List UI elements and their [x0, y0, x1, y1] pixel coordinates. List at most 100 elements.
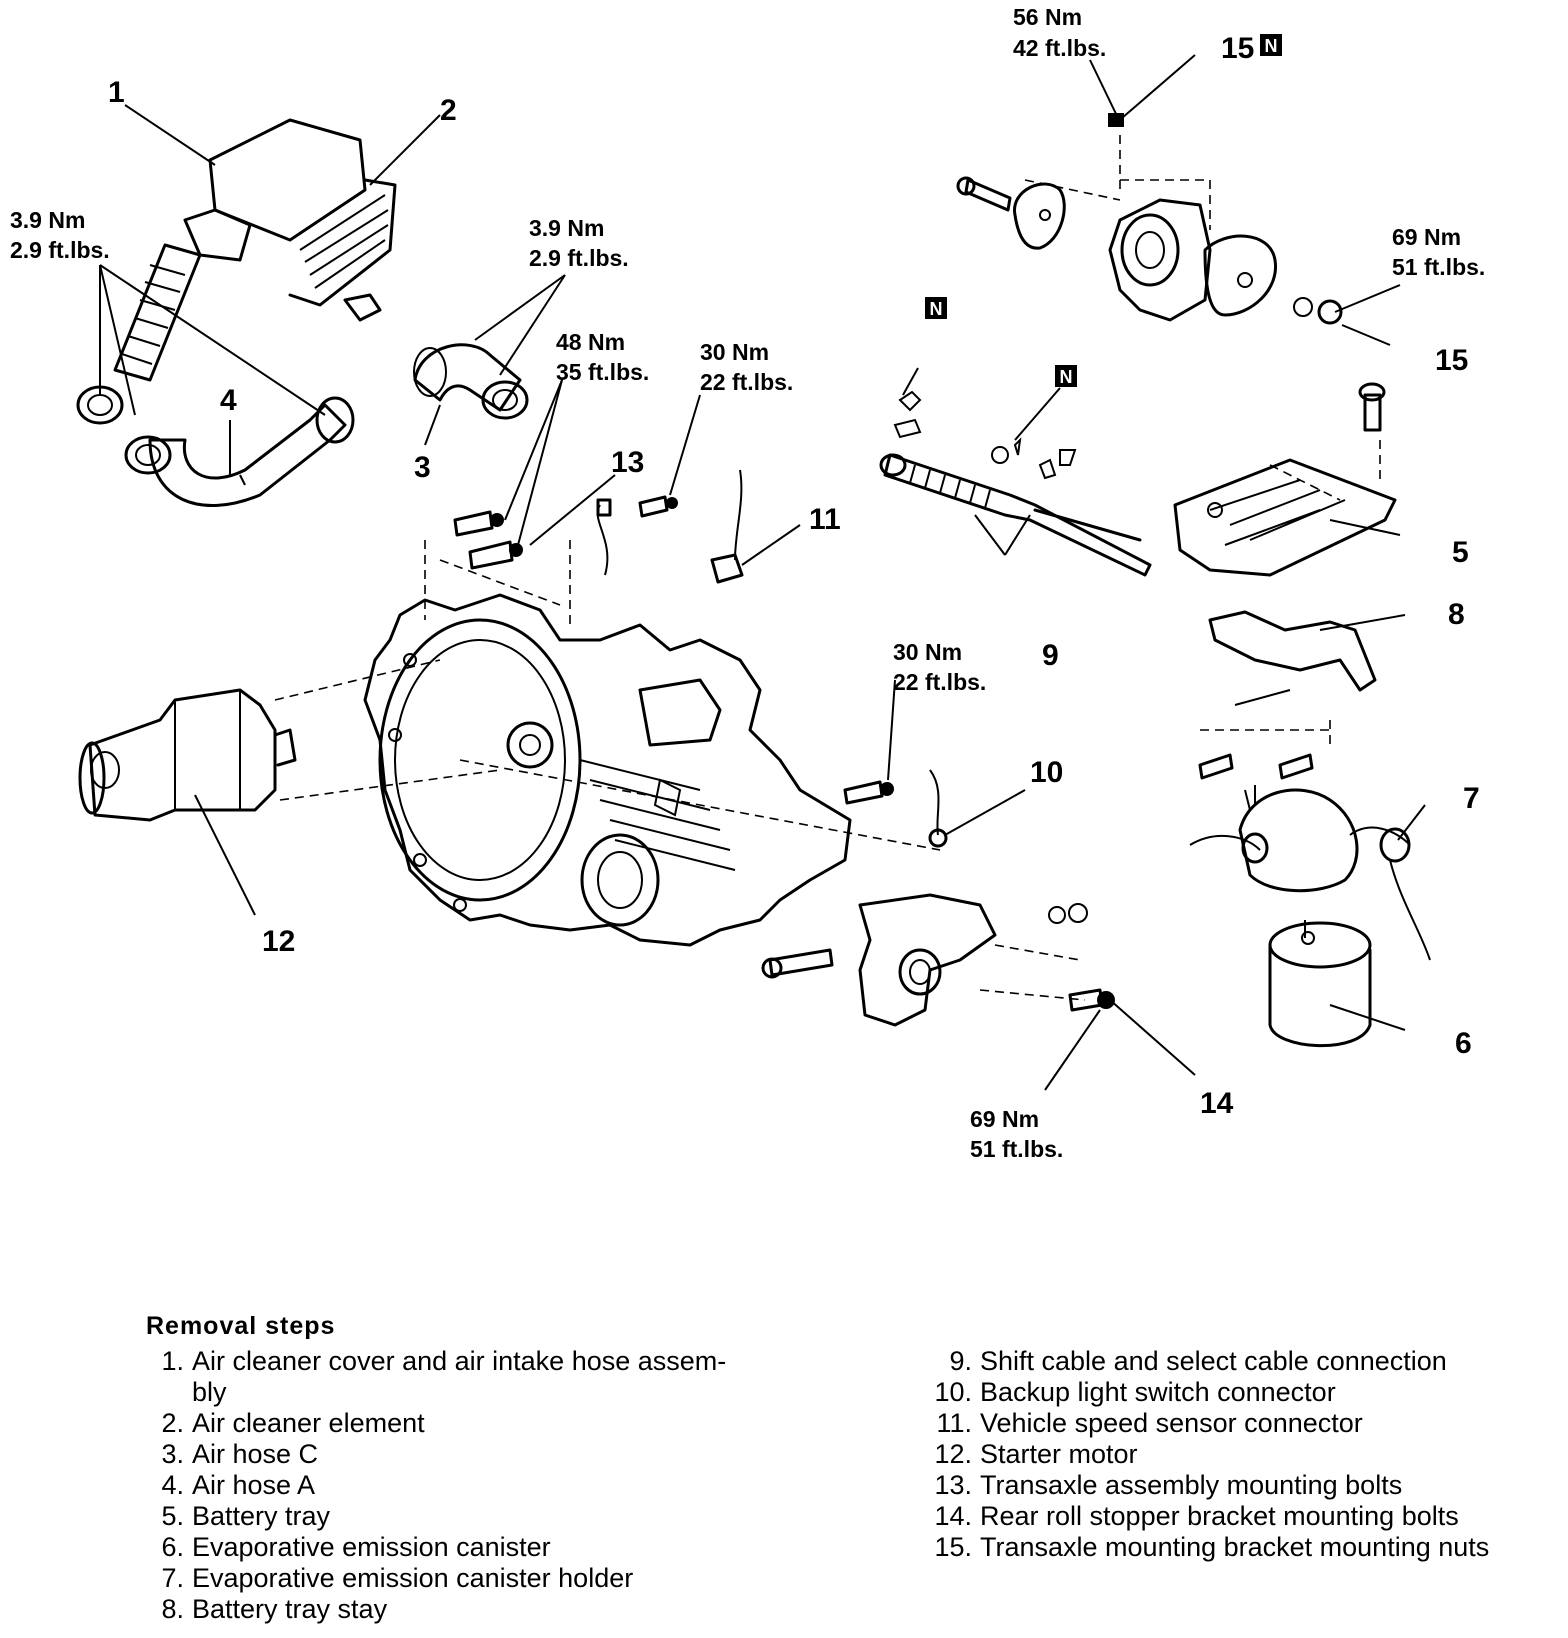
torque-spec-air-hose-left: 3.9 Nm 2.9 ft.lbs. [10, 207, 110, 263]
legend-left-column: 1. Air cleaner cover and air intake hose … [146, 1346, 726, 1625]
new-part-badge: N [925, 297, 947, 319]
callout-13: 13 [611, 446, 644, 479]
svg-text:30 Nm: 30 Nm [893, 639, 962, 665]
legend-item: 8. Battery tray stay [146, 1594, 726, 1625]
legend-item-number: 14. [934, 1501, 972, 1531]
legend-item: 12. Starter motor [920, 1439, 1489, 1470]
lower-mounting-bolt [843, 780, 894, 805]
callout-11: 11 [809, 503, 841, 536]
torque-spec-mount-bracket: 56 Nm 42 ft.lbs. [1013, 4, 1106, 61]
legend-item-number: 4. [161, 1470, 184, 1500]
svg-text:N: N [1060, 367, 1073, 387]
starter-motor [78, 688, 297, 822]
legend-item-number: 6. [161, 1532, 184, 1562]
legend-item-number: 13. [934, 1470, 972, 1500]
svg-text:N: N [930, 299, 943, 319]
legend-item-text: Air cleaner element [192, 1408, 425, 1438]
shift-select-cable [879, 390, 1152, 577]
air-hose-c [413, 343, 529, 420]
legend-item-text: Rear roll stopper bracket mounting bolts [980, 1501, 1459, 1531]
legend-item: 14. Rear roll stopper bracket mounting bo… [920, 1501, 1489, 1532]
legend-item-number: 12. [934, 1439, 972, 1469]
new-part-badge: N [1260, 34, 1282, 56]
svg-text:22 ft.lbs.: 22 ft.lbs. [700, 369, 793, 395]
legend-item-text: bly [192, 1377, 227, 1407]
callout-6: 6 [1455, 1027, 1472, 1060]
callout-4: 4 [220, 384, 237, 417]
legend-item: 10. Backup light switch connector [920, 1377, 1489, 1408]
legend-item: 5. Battery tray [146, 1501, 726, 1532]
legend-item: 11.Vehicle speed sensor connector [920, 1408, 1489, 1439]
legend-item-text: Vehicle speed sensor connector [980, 1408, 1363, 1438]
callout-1: 1 [108, 76, 125, 109]
svg-text:2.9 ft.lbs.: 2.9 ft.lbs. [10, 237, 110, 263]
callout-12: 12 [262, 925, 295, 958]
legend-item-number: 5. [161, 1501, 184, 1531]
callout-2: 2 [440, 94, 457, 127]
transaxle-assembly [363, 593, 852, 947]
legend-item-number: 15. [934, 1532, 972, 1562]
torque-spec-mount-nut: 69 Nm 51 ft.lbs. [1392, 224, 1485, 280]
callout-3: 3 [414, 451, 431, 484]
callout-5: 5 [1452, 536, 1469, 569]
legend-item-text: Backup light switch connector [980, 1377, 1336, 1407]
legend-right-column: 9. Shift cable and select cable connectio… [920, 1346, 1489, 1563]
legend-item-text: Battery tray [192, 1501, 331, 1531]
legend-item-text: Air cleaner cover and air intake hose as… [192, 1346, 727, 1376]
legend-title: Removal steps [146, 1312, 336, 1340]
legend-item-text: Battery tray stay [192, 1594, 388, 1624]
battery-tray-stay [1208, 610, 1377, 706]
exploded-view-diagram: N N N 1 2 3 4 5 6 7 8 9 10 11 12 13 14 1… [10, 4, 1485, 1162]
legend-item-text: Air hose C [192, 1439, 319, 1469]
legend-item-number: 9. [949, 1346, 972, 1376]
alignment-lines [274, 135, 1381, 1001]
svg-text:51 ft.lbs.: 51 ft.lbs. [970, 1136, 1063, 1162]
torque-spec-upper-bolt: 30 Nm 22 ft.lbs. [700, 339, 793, 395]
callout-15-right: 15 [1435, 344, 1468, 377]
svg-text:N: N [1265, 36, 1278, 56]
svg-text:56 Nm: 56 Nm [1013, 4, 1082, 30]
legend-item-number: 10. [934, 1377, 972, 1407]
svg-text:3.9 Nm: 3.9 Nm [529, 215, 604, 241]
legend-item-text: Transaxle assembly mounting bolts [980, 1470, 1403, 1500]
legend-item-number: 2. [161, 1408, 184, 1438]
legend-item-number: 3. [161, 1439, 184, 1469]
legend-item-number: 1. [161, 1346, 184, 1376]
svg-text:2.9 ft.lbs.: 2.9 ft.lbs. [529, 245, 629, 271]
legend-item: 13. Transaxle assembly mounting bolts [920, 1470, 1489, 1501]
legend-item-text: Shift cable and select cable connection [980, 1346, 1447, 1376]
legend-item: 1. Air cleaner cover and air intake hose … [146, 1346, 726, 1377]
svg-text:42 ft.lbs.: 42 ft.lbs. [1013, 35, 1106, 61]
svg-text:30 Nm: 30 Nm [700, 339, 769, 365]
transaxle-mounting-bolts [453, 495, 678, 576]
legend-item-text: Evaporative emission canister [192, 1532, 551, 1562]
legend-item: 15.Transaxle mounting bracket mounting n… [920, 1532, 1489, 1563]
legend-item-text: Evaporative emission canister holder [192, 1563, 634, 1593]
callout-9: 9 [1042, 639, 1059, 672]
air-cleaner-assembly [183, 118, 397, 322]
callout-7: 7 [1463, 782, 1480, 815]
svg-text:22 ft.lbs.: 22 ft.lbs. [893, 669, 986, 695]
legend-item: 3. Air hose C [146, 1439, 726, 1470]
legend-item: bly [146, 1377, 726, 1408]
svg-text:51 ft.lbs.: 51 ft.lbs. [1392, 254, 1485, 280]
legend-item: 4. Air hose A [146, 1470, 726, 1501]
legend-item-number: 7. [161, 1563, 184, 1593]
legend-item-text: Starter motor [980, 1439, 1138, 1469]
svg-text:69 Nm: 69 Nm [970, 1106, 1039, 1132]
callout-15-top: 15 [1221, 32, 1254, 65]
canister-holder [1189, 753, 1431, 961]
torque-spec-lower-bolt: 30 Nm 22 ft.lbs. [893, 639, 986, 695]
torque-spec-mounting-bolts: 48 Nm 35 ft.lbs. [556, 329, 649, 385]
leader-lines [99, 54, 1426, 1091]
new-part-badge: N [1055, 365, 1077, 387]
legend-item-text: Air hose A [192, 1470, 316, 1500]
evaporative-canister [1268, 920, 1372, 1048]
legend-item-number: 8. [161, 1594, 184, 1624]
battery-tray [1173, 382, 1397, 577]
callout-8: 8 [1448, 598, 1465, 631]
svg-text:3.9 Nm: 3.9 Nm [10, 207, 85, 233]
callout-10: 10 [1030, 756, 1063, 789]
svg-text:69 Nm: 69 Nm [1392, 224, 1461, 250]
transaxle-mount-bracket [956, 113, 1343, 325]
